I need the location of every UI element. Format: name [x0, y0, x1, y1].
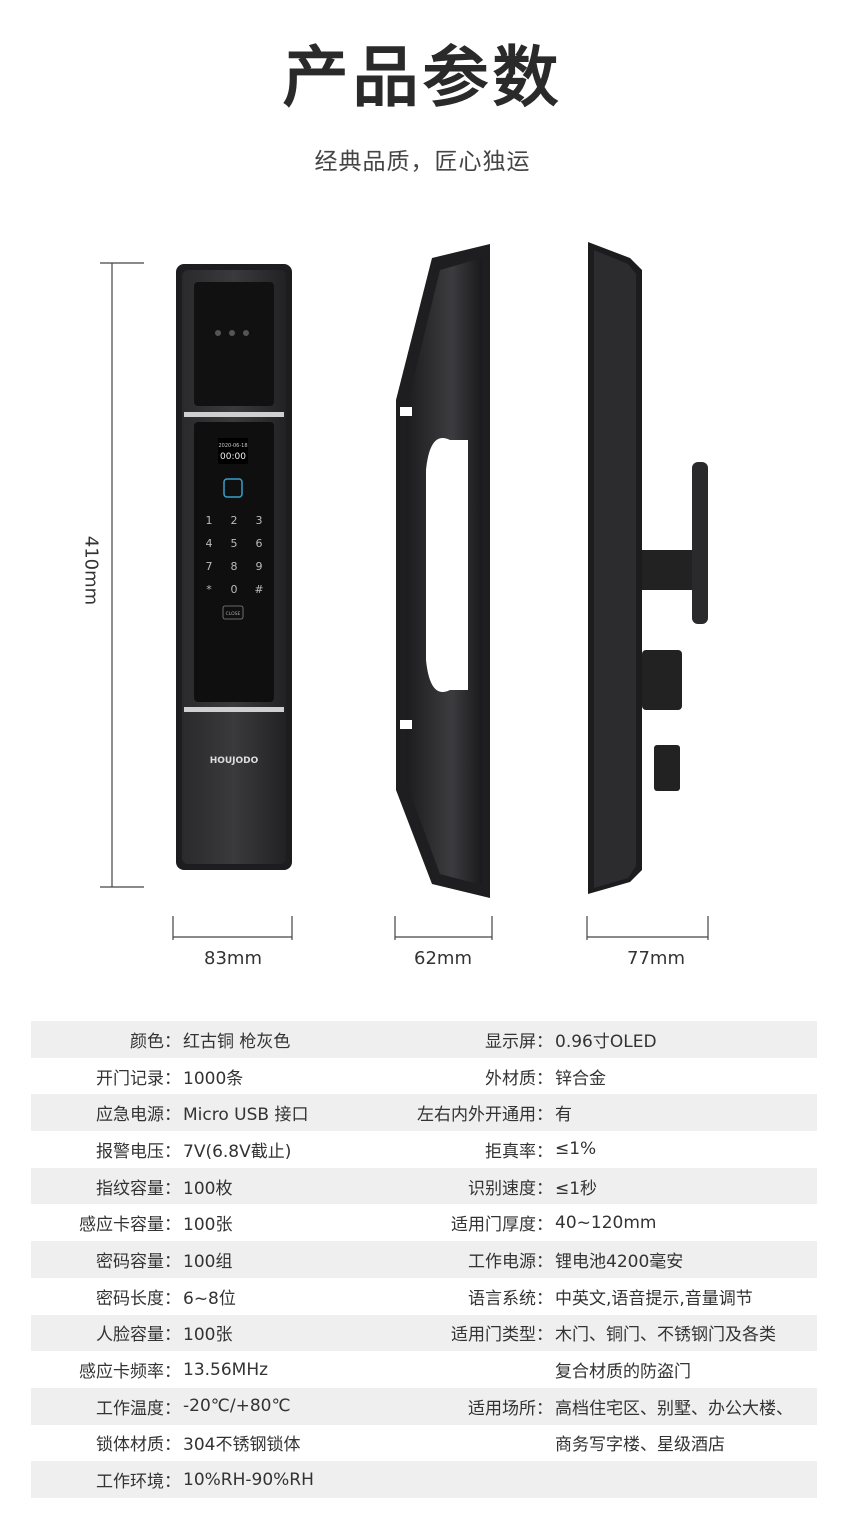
spec-row: 密码容量：100组 工作电源：锂电池4200毫安 — [31, 1241, 817, 1278]
spec-row: 密码长度：6~8位 语言系统：中英文,语音提示,音量调节 — [31, 1278, 817, 1315]
spec-value: 锌合金 — [555, 1068, 606, 1089]
spec-value: 100枚 — [183, 1178, 233, 1199]
spec-key: 左右内外开通用： — [417, 1105, 553, 1126]
spec-value: -20℃/+80℃ — [183, 1396, 291, 1417]
spec-key: 颜色： — [130, 1031, 181, 1052]
spec-row: 开门记录：1000条 外材质：锌合金 — [31, 1058, 817, 1095]
spec-key: 感应卡频率： — [79, 1362, 181, 1383]
spec-value: ≤1% — [555, 1139, 597, 1160]
product-illustration: 2020-06-18 00:00 1 2 3 4 5 6 7 8 9 * 0 #… — [100, 242, 709, 940]
height-label: 410mm — [80, 535, 102, 606]
spec-value: 中英文,语音提示,音量调节 — [555, 1288, 753, 1309]
spec-key: 适用场所： — [468, 1398, 553, 1419]
spec-value: 锂电池4200毫安 — [555, 1251, 684, 1272]
spec-value: 商务写字楼、星级酒店 — [555, 1435, 725, 1456]
spec-row: 工作环境：10%RH-90%RH — [31, 1461, 817, 1498]
key-4: 4 — [206, 537, 213, 550]
spec-row: 报警电压：7V(6.8V截止) 拒真率：≤1% — [31, 1131, 817, 1168]
front-view: 2020-06-18 00:00 1 2 3 4 5 6 7 8 9 * 0 #… — [176, 264, 292, 870]
spec-key: 密码长度： — [96, 1288, 181, 1309]
key-1: 1 — [206, 514, 213, 527]
spec-value: 木门、铜门、不锈钢门及各类 — [555, 1325, 776, 1346]
key-9: 9 — [256, 560, 263, 573]
spec-key: 指纹容量： — [96, 1178, 181, 1199]
page-title: 产品参数 — [282, 39, 563, 116]
key-7: 7 — [206, 560, 213, 573]
spec-key: 拒真率： — [485, 1141, 553, 1162]
spec-key: 语言系统： — [468, 1288, 553, 1309]
spec-key: 密码容量： — [96, 1251, 181, 1272]
spec-key: 锁体材质： — [96, 1435, 181, 1456]
spec-value: 7V(6.8V截止) — [183, 1141, 292, 1162]
spec-value: 100张 — [183, 1325, 233, 1346]
spec-value: 100张 — [183, 1215, 233, 1236]
key-0: 0 — [231, 583, 238, 596]
spec-key: 识别速度： — [468, 1178, 553, 1199]
width-label-inner: 77mm — [627, 948, 685, 969]
spec-value: 红古铜 枪灰色 — [183, 1031, 291, 1052]
spec-key: 报警电压： — [96, 1141, 181, 1162]
spec-value: 0.96寸OLED — [555, 1031, 657, 1052]
spec-row: 工作温度：-20℃/+80℃ 适用场所：高档住宅区、别墅、办公大楼、 — [31, 1387, 817, 1425]
spec-key: 显示屏： — [485, 1031, 553, 1052]
spec-value: 304不锈钢锁体 — [183, 1435, 301, 1456]
spec-value: 100组 — [183, 1251, 233, 1272]
page-subtitle: 经典品质，匠心独运 — [314, 149, 531, 175]
spec-row: 感应卡容量：100张 适用门厚度：40~120mm — [31, 1204, 817, 1241]
spec-row: 应急电源：Micro USB 接口 左右内外开通用：有 — [31, 1094, 817, 1132]
inner-side-view — [588, 242, 708, 894]
spec-value: 复合材质的防盗门 — [555, 1362, 691, 1383]
spec-value: Micro USB 接口 — [183, 1105, 309, 1126]
spec-key: 人脸容量： — [96, 1325, 181, 1346]
spec-value: 13.56MHz — [183, 1359, 269, 1380]
key-hash: # — [254, 583, 263, 596]
spec-key: 开门记录： — [96, 1068, 181, 1089]
width-dimensions — [172, 916, 709, 940]
spec-key: 工作电源： — [468, 1251, 553, 1272]
spec-row: 人脸容量：100张 适用门类型：木门、铜门、不锈钢门及各类 — [31, 1314, 817, 1352]
spec-row: 锁体材质：304不锈钢锁体 商务写字楼、星级酒店 — [31, 1425, 817, 1462]
spec-value: 有 — [555, 1105, 572, 1126]
spec-row: 指纹容量：100枚 识别速度：≤1秒 — [31, 1167, 817, 1205]
screen-time: 00:00 — [220, 452, 246, 462]
spec-value: 6~8位 — [183, 1288, 236, 1309]
spec-table: 颜色：红古铜 枪灰色 显示屏：0.96寸OLED 开门记录：1000条 外材质：锌合金… — [31, 1021, 817, 1498]
spec-value: 40~120mm — [555, 1212, 657, 1233]
key-8: 8 — [231, 560, 238, 573]
spec-value: 10%RH-90%RH — [183, 1469, 314, 1490]
spec-row: 感应卡频率：13.56MHz 复合材质的防盗门 — [31, 1351, 817, 1388]
brand-logo: HOUJODO — [210, 756, 259, 766]
spec-row: 颜色：红古铜 枪灰色 显示屏：0.96寸OLED — [31, 1021, 817, 1058]
spec-key: 感应卡容量： — [79, 1215, 181, 1236]
spec-key: 外材质： — [485, 1068, 553, 1089]
key-6: 6 — [256, 537, 263, 550]
height-dimension — [100, 262, 144, 888]
key-2: 2 — [231, 514, 238, 527]
width-label-side: 62mm — [414, 948, 472, 969]
key-5: 5 — [231, 537, 238, 550]
width-label-front: 83mm — [204, 948, 262, 969]
key-star: * — [206, 583, 212, 596]
key-3: 3 — [256, 514, 263, 527]
spec-key: 适用门厚度： — [451, 1215, 553, 1236]
spec-value: 1000条 — [183, 1068, 244, 1089]
spec-key: 应急电源： — [96, 1105, 181, 1126]
spec-key: 工作环境： — [96, 1472, 181, 1493]
spec-key: 适用门类型： — [451, 1325, 553, 1346]
side-view — [396, 244, 490, 898]
close-key: CLOSE — [226, 611, 241, 617]
screen-date: 2020-06-18 — [218, 443, 247, 449]
spec-value: 高档住宅区、别墅、办公大楼、 — [555, 1398, 793, 1419]
spec-key: 工作温度： — [96, 1398, 181, 1419]
spec-value: ≤1秒 — [555, 1178, 598, 1199]
